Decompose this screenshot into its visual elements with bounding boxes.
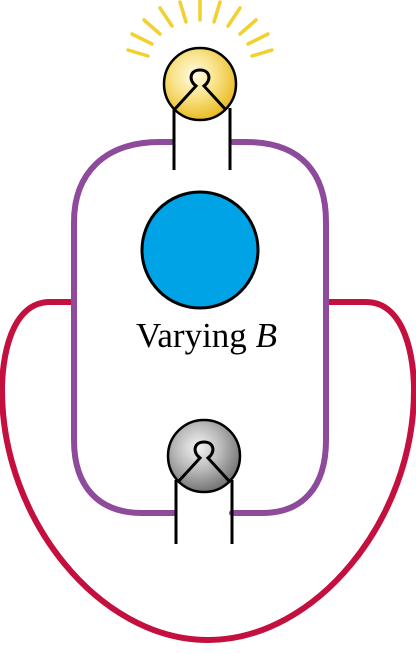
field-label-text: Varying	[136, 316, 256, 355]
top-light-bulb	[162, 46, 238, 170]
bottom-light-bulb	[166, 418, 242, 544]
bottom-bulb-filament	[176, 440, 232, 484]
field-label-variable: B	[255, 316, 277, 355]
inner-loop-wire	[71, 139, 329, 516]
top-bulb-filament	[172, 68, 228, 112]
magnetic-field-region	[140, 190, 260, 310]
field-label: Varying B	[136, 318, 277, 353]
outer-loop-wire	[0, 299, 416, 644]
bulb-glow-rays	[126, 0, 274, 58]
